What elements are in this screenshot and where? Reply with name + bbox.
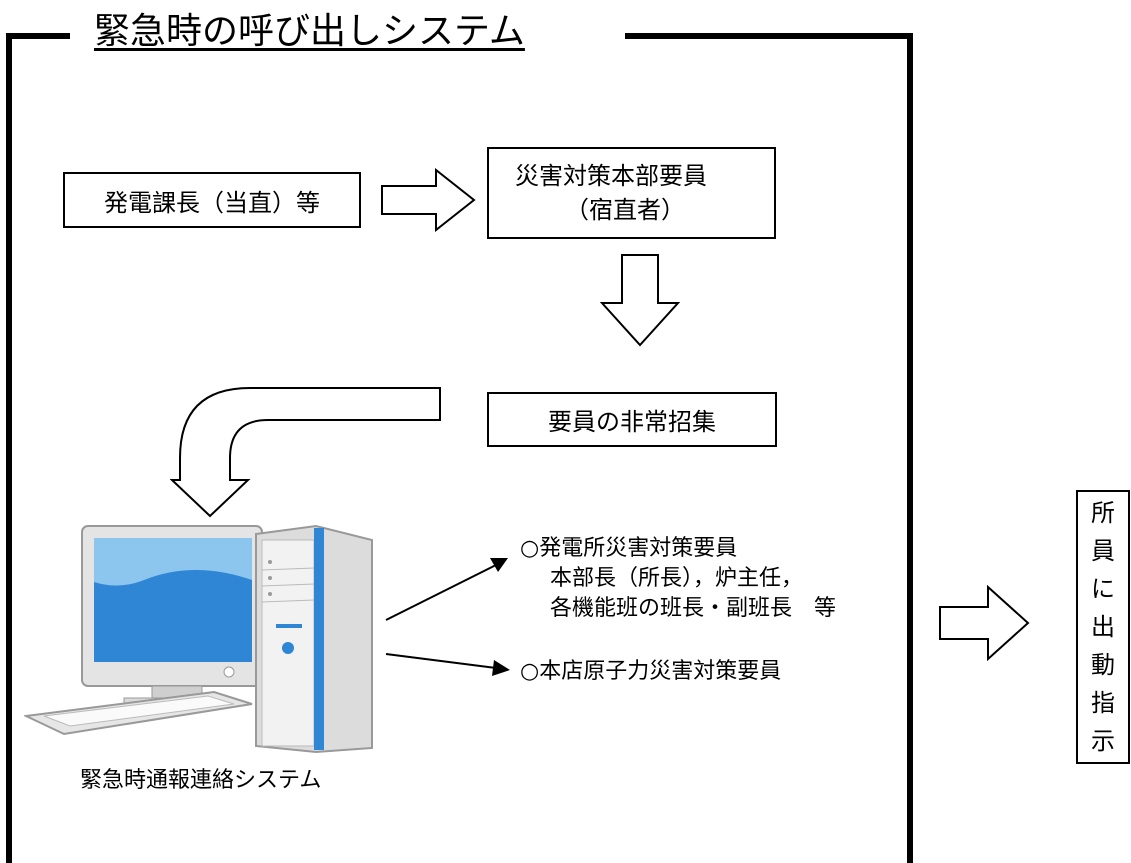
computer-label: 緊急時通報連絡システム	[80, 768, 322, 793]
arrow-right-icon	[381, 168, 476, 232]
hq-staff-label: 災害対策本部要員	[515, 162, 707, 190]
arrow-down-icon	[600, 254, 681, 347]
instruction-char: 指	[1091, 689, 1115, 717]
emergency-call-box: 要員の非常招集	[487, 392, 777, 447]
computer-icon	[24, 524, 373, 754]
manager-label: 発電課長（当直）等	[104, 188, 320, 217]
plant-staff-line2: 本部長（所長），炉主任，	[550, 566, 804, 591]
plant-staff-line3: 各機能班の班長・副班長 等	[550, 596, 837, 621]
notification-arrows	[385, 558, 510, 676]
instruction-char: 出	[1091, 613, 1115, 641]
emergency-call-label: 要員の非常招集	[548, 408, 716, 436]
hq-staff-box: 災害対策本部要員 （宿直者）	[487, 147, 776, 239]
instruction-char: 員	[1091, 537, 1115, 565]
arrow-right-large-icon	[939, 585, 1030, 661]
instruction-char: 示	[1091, 727, 1115, 755]
hq-staff-sublabel: （宿直者）	[565, 196, 685, 224]
instruction-char: に	[1091, 575, 1115, 603]
instruction-char: 動	[1091, 651, 1115, 679]
instruction-char: 所	[1091, 499, 1115, 527]
curved-arrow-icon	[170, 387, 441, 518]
head-office-staff: ○本店原子力災害対策要員	[520, 659, 782, 684]
plant-staff-heading: ○発電所災害対策要員	[520, 536, 738, 561]
diagram-title: 緊急時の呼び出しシステム	[90, 2, 529, 54]
dispatch-instruction-box: 所 員 に 出 動 指 示	[1076, 490, 1130, 764]
manager-box: 発電課長（当直）等	[63, 172, 361, 228]
